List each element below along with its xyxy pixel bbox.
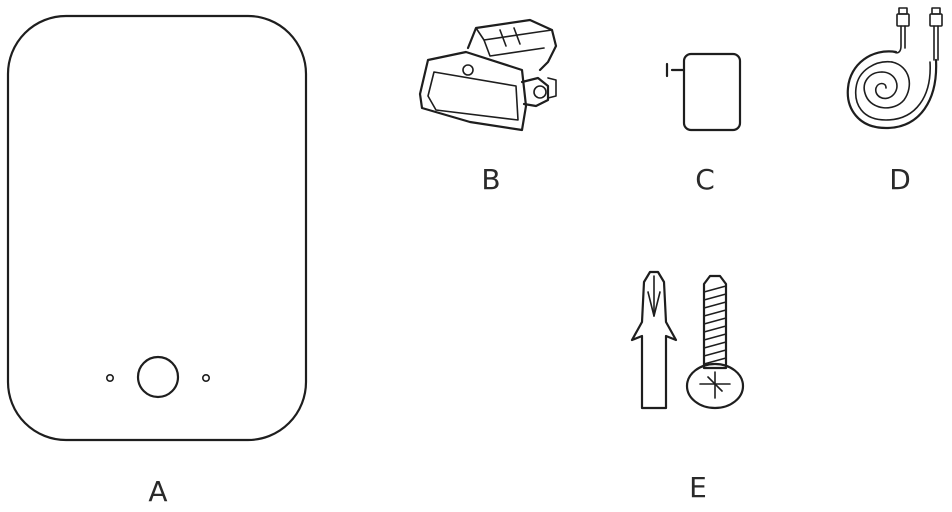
wall-anchor-and-screw-icon: [630, 270, 745, 410]
label-b: B: [481, 163, 501, 196]
device-icon: [6, 14, 308, 442]
label-d: D: [889, 163, 911, 196]
coiled-cable-icon: [846, 7, 943, 130]
label-a: A: [148, 475, 168, 508]
mounting-bracket-icon: [418, 18, 558, 132]
label-e: E: [689, 471, 707, 504]
power-adapter-icon: [665, 52, 742, 132]
label-c: C: [695, 163, 715, 196]
